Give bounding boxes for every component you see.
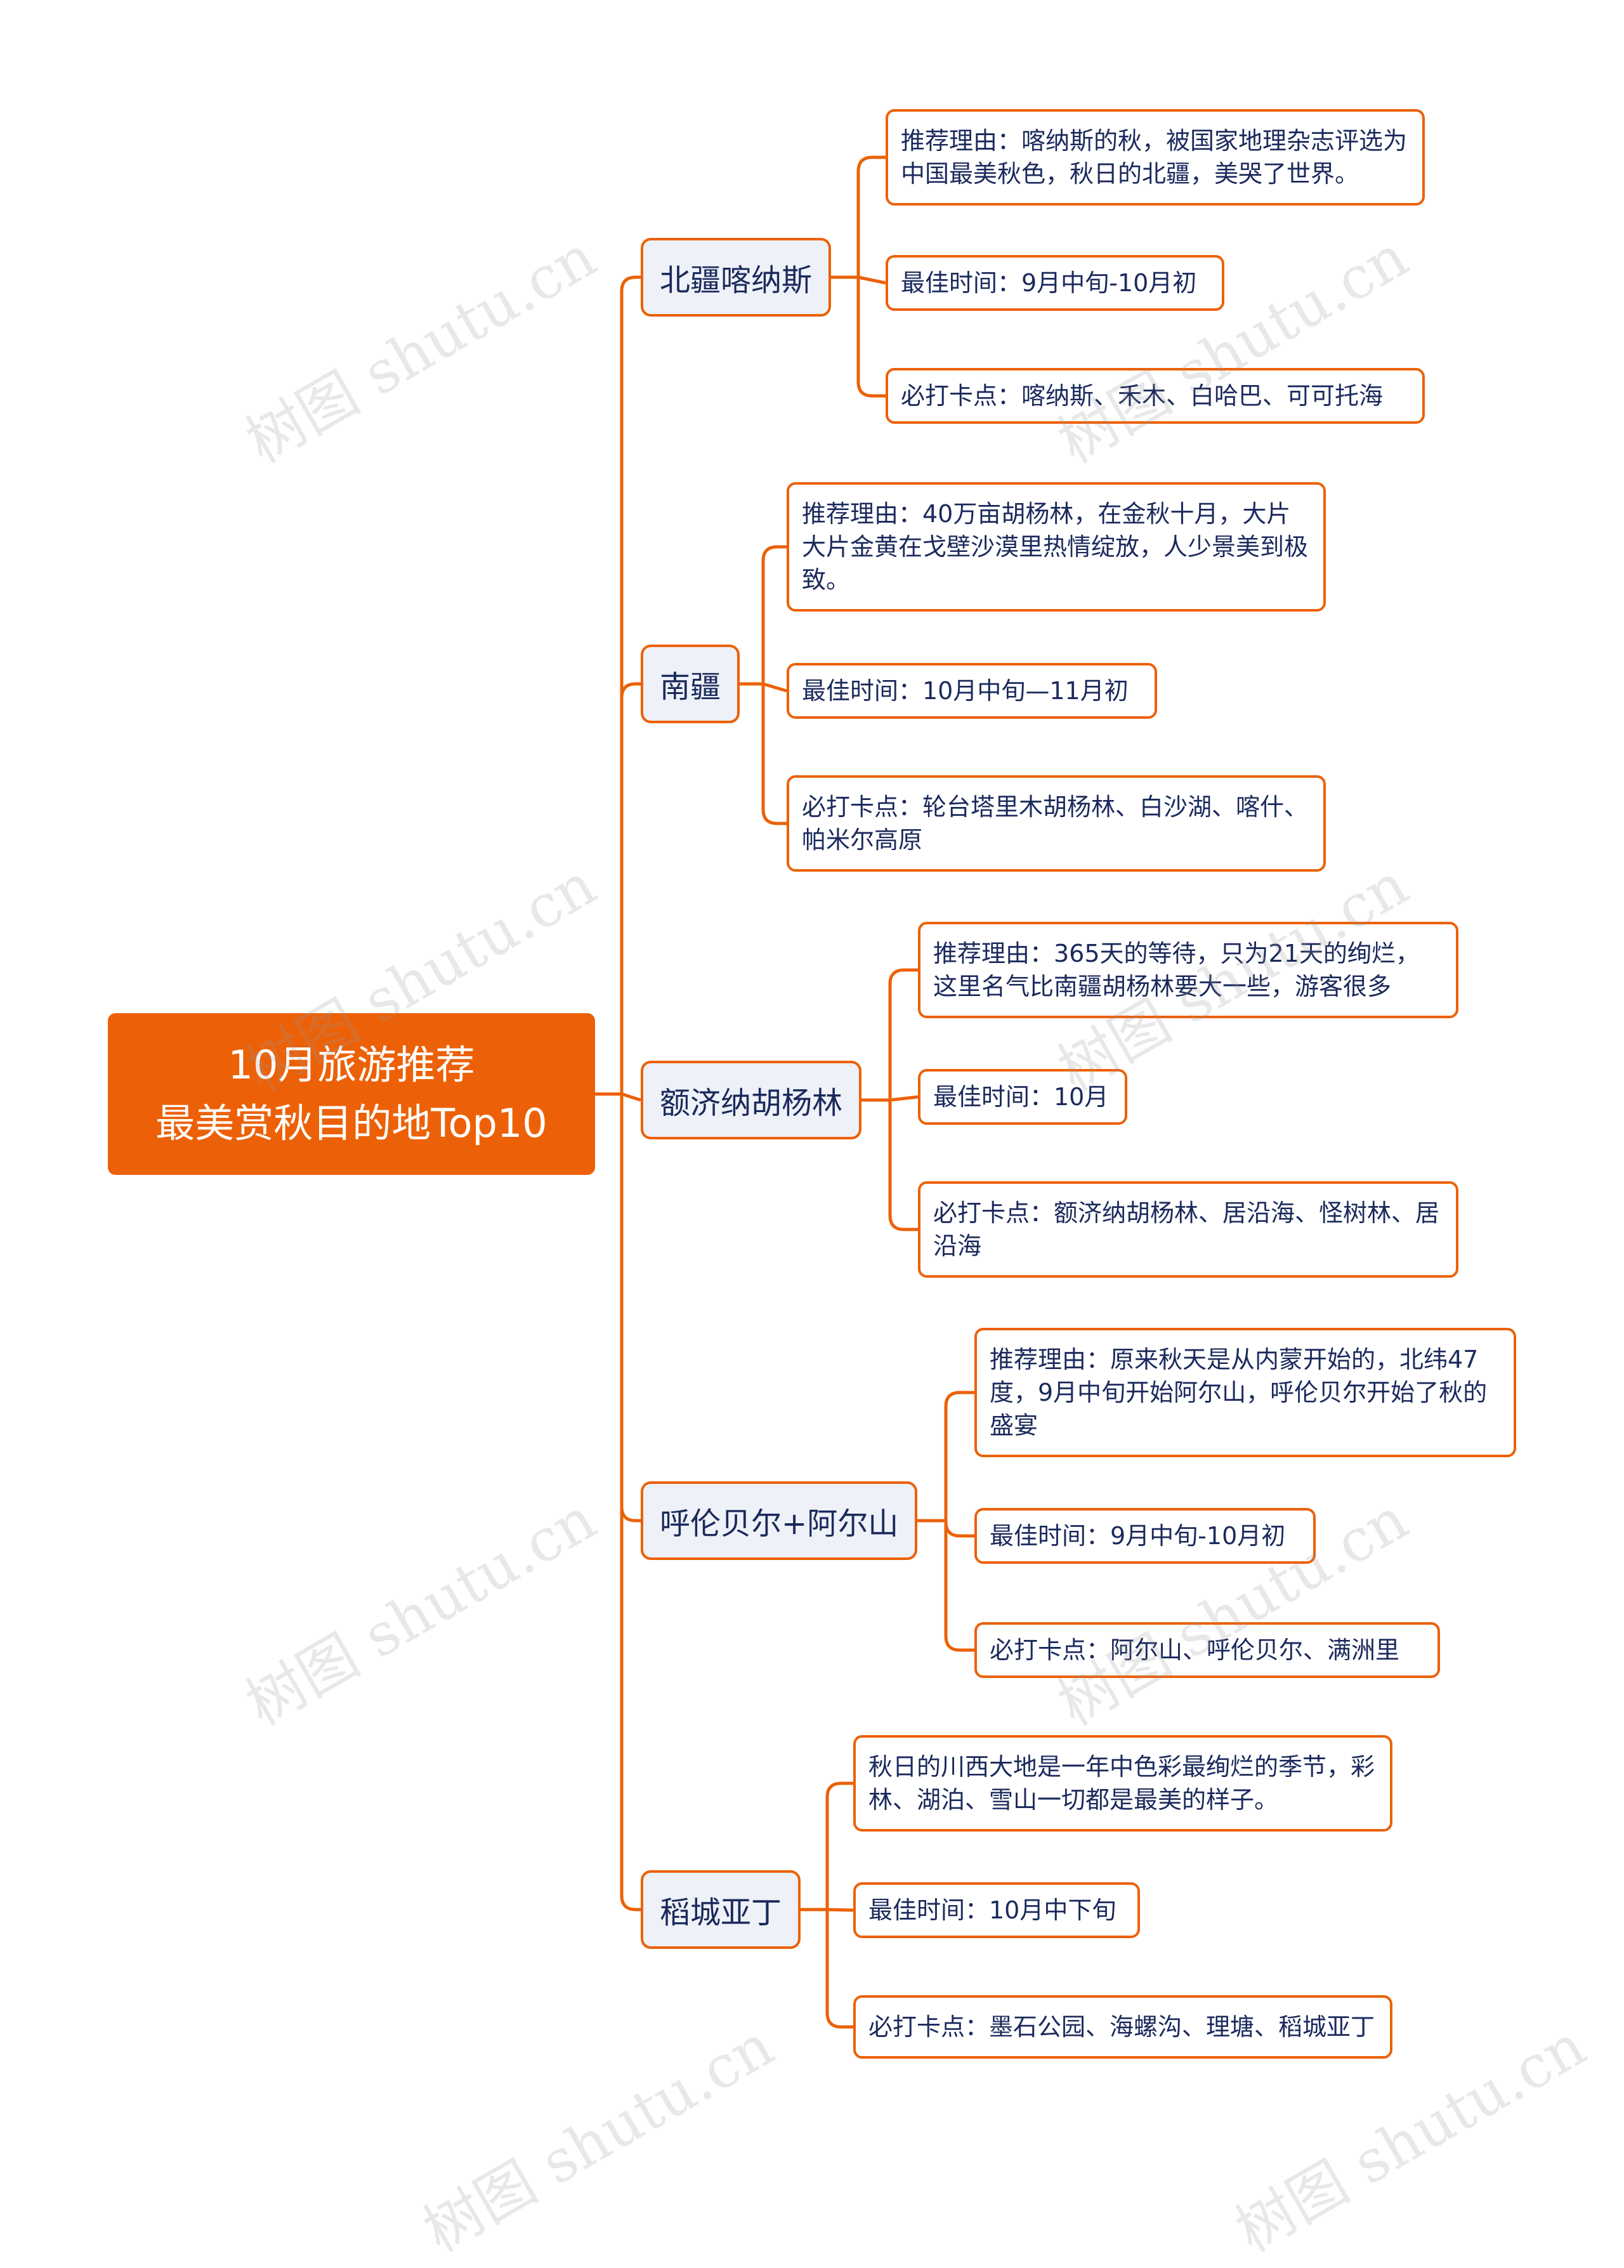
- leaf-must-visit[interactable]: 必打卡点：墨石公园、海螺沟、理塘、稻城亚丁: [853, 1995, 1392, 2059]
- branch-hulunbuir-arxan[interactable]: 呼伦贝尔+阿尔山: [641, 1481, 918, 1560]
- leaf-connector: [761, 545, 787, 684]
- leaf-recommend-reason[interactable]: 推荐理由：40万亩胡杨林，在金秋十月，大片大片金黄在戈壁沙漠里热情绽放，人少景美…: [787, 482, 1326, 612]
- leaf-connector: [888, 1100, 918, 1231]
- leaf-connector: [761, 684, 787, 825]
- leaf-connector: [944, 1391, 974, 1521]
- root-topic[interactable]: 10月旅游推荐 最美赏秋目的地Top10: [108, 1013, 595, 1175]
- connector-lines: [595, 155, 974, 2029]
- leaf-best-time[interactable]: 最佳时间：10月中下旬: [853, 1882, 1140, 1938]
- branch-beijiang-kanas[interactable]: 北疆喀纳斯: [641, 238, 832, 317]
- leaf-recommend-reason[interactable]: 推荐理由：喀纳斯的秋，被国家地理杂志评选为中国最美秋色，秋日的北疆，美哭了世界。: [886, 109, 1425, 206]
- leaf-connector: [944, 1521, 974, 1652]
- leaf-must-visit[interactable]: 必打卡点：额济纳胡杨林、居沿海、怪树林、居沿海: [918, 1181, 1458, 1278]
- leaf-connector: [763, 682, 787, 693]
- leaf-connector: [856, 155, 886, 277]
- branch-connector: [620, 1094, 641, 1523]
- leaf-connector: [888, 968, 918, 1100]
- root-title-line1: 10月旅游推荐: [228, 1041, 475, 1088]
- branch-connector: [620, 1094, 641, 1911]
- leaf-best-time[interactable]: 最佳时间：9月中旬-10月初: [886, 255, 1224, 311]
- leaf-connector: [856, 277, 886, 398]
- leaf-connector: [944, 1521, 974, 1538]
- leaf-best-time[interactable]: 最佳时间：9月中旬-10月初: [974, 1508, 1316, 1564]
- leaf-best-time[interactable]: 最佳时间：10月中旬—11月初: [787, 663, 1157, 719]
- leaf-connector: [825, 1910, 853, 2029]
- leaf-connector: [889, 1095, 919, 1102]
- branch-connector: [620, 275, 641, 1094]
- leaf-must-visit[interactable]: 必打卡点：喀纳斯、禾木、白哈巴、可可托海: [886, 368, 1425, 424]
- branch-connector: [620, 682, 641, 1094]
- branch-ejina-populus[interactable]: 额济纳胡杨林: [641, 1061, 862, 1139]
- branch-daocheng-yading[interactable]: 稻城亚丁: [641, 1870, 801, 1949]
- branch-nanjiang[interactable]: 南疆: [641, 645, 740, 723]
- leaf-must-visit[interactable]: 必打卡点：阿尔山、呼伦贝尔、满洲里: [974, 1622, 1440, 1678]
- leaf-must-visit[interactable]: 必打卡点：轮台塔里木胡杨林、白沙湖、喀什、帕米尔高原: [787, 775, 1326, 872]
- leaf-recommend-reason[interactable]: 秋日的川西大地是一年中色彩最绚烂的季节，彩林、湖泊、雪山一切都是最美的样子。: [853, 1735, 1392, 1832]
- branch-connector: [621, 1092, 641, 1102]
- leaf-recommend-reason[interactable]: 推荐理由：原来秋天是从内蒙开始的，北纬47度，9月中旬开始阿尔山，呼伦贝尔开始了…: [974, 1328, 1516, 1457]
- leaf-connector: [825, 1781, 853, 1910]
- leaf-best-time[interactable]: 最佳时间：10月: [918, 1069, 1127, 1125]
- leaf-recommend-reason[interactable]: 推荐理由：365天的等待，只为21天的绚烂，这里名气比南疆胡杨林要大一些，游客很…: [918, 922, 1458, 1018]
- leaf-connector: [858, 275, 886, 285]
- root-title-line2: 最美赏秋目的地Top10: [155, 1099, 547, 1146]
